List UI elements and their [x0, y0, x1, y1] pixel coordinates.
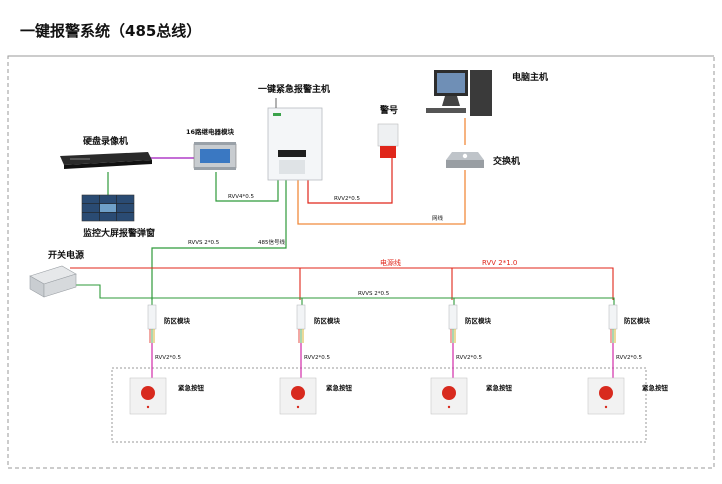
network-cable-label: 网线 — [432, 214, 444, 222]
zone-3-module-label: 防区模块 — [465, 316, 492, 325]
relay-host-wire — [215, 172, 279, 202]
screen-wall-device — [81, 172, 135, 222]
zone-2: 防区模块 RVV2*0.5 紧急按钮 — [279, 304, 353, 415]
bus485-label: 485信号线 — [258, 238, 285, 246]
zone-3: 防区模块 RVV2*0.5 紧急按钮 — [430, 304, 513, 415]
emergency-button-4 — [587, 377, 625, 415]
nvr-device — [60, 152, 152, 169]
zone-module-4 — [608, 304, 618, 343]
alarm-host-device — [267, 98, 323, 181]
host-bus-wire — [151, 180, 287, 300]
nvr-label: 硬盘录像机 — [83, 135, 128, 147]
emergency-button-3 — [430, 377, 468, 415]
zone-1: 防区模块 RVV2*0.5 紧急按钮 — [129, 304, 205, 415]
siren-device — [377, 123, 399, 158]
rvvs-bus-label: RVVS 2*0.5 — [358, 291, 390, 297]
power-spec-label: RVV 2*1.0 — [482, 259, 517, 267]
zone-2-module-label: 防区模块 — [314, 316, 341, 325]
pc-label: 电脑主机 — [512, 71, 548, 83]
bus485-wire — [70, 284, 615, 305]
page-title: 一键报警系统（485总线） — [20, 22, 201, 40]
siren-label: 警号 — [380, 104, 398, 116]
zone-1-button-label: 紧急按钮 — [178, 383, 205, 392]
pc-device — [426, 70, 492, 116]
rvvs-vertical-label: RVVS 2*0.5 — [188, 240, 220, 246]
emergency-button-1 — [129, 377, 167, 415]
rvv4-label: RVV4*0.5 — [228, 194, 255, 200]
power-line-wire — [70, 267, 614, 300]
button-area-border — [111, 367, 647, 443]
switch-device — [446, 152, 484, 168]
zone-4-module-label: 防区模块 — [624, 316, 651, 325]
zone-module-1 — [147, 304, 157, 343]
emergency-button-2 — [279, 377, 317, 415]
psu-device — [29, 265, 77, 298]
host-label: 一键紧急报警主机 — [258, 83, 330, 95]
switch-label: 交换机 — [493, 155, 520, 167]
siren-cable-label: RVV2*0.5 — [334, 196, 361, 202]
zone-1-module-label: 防区模块 — [164, 316, 191, 325]
relay-device — [193, 142, 237, 170]
zone-module-2 — [296, 304, 306, 343]
zone-4-cable-label: RVV2*0.5 — [616, 355, 643, 361]
relay-label: 16路继电器模块 — [186, 127, 235, 136]
zone-2-button-label: 紧急按钮 — [326, 383, 353, 392]
screen-label: 监控大屏报警弹窗 — [83, 227, 155, 239]
zone-3-button-label: 紧急按钮 — [486, 383, 513, 392]
outer-border — [7, 55, 715, 469]
zone-module-3 — [448, 304, 458, 343]
zone-3-cable-label: RVV2*0.5 — [456, 355, 483, 361]
host-switch-wire — [297, 170, 466, 225]
power-line-label: 电源线 — [380, 258, 401, 267]
host-siren-wire — [307, 158, 393, 204]
zone-4-button-label: 紧急按钮 — [642, 383, 669, 392]
zone-4: 防区模块 RVV2*0.5 紧急按钮 — [587, 304, 669, 415]
zone-1-cable-label: RVV2*0.5 — [155, 355, 182, 361]
psu-label: 开关电源 — [48, 249, 84, 261]
zone-2-cable-label: RVV2*0.5 — [304, 355, 331, 361]
